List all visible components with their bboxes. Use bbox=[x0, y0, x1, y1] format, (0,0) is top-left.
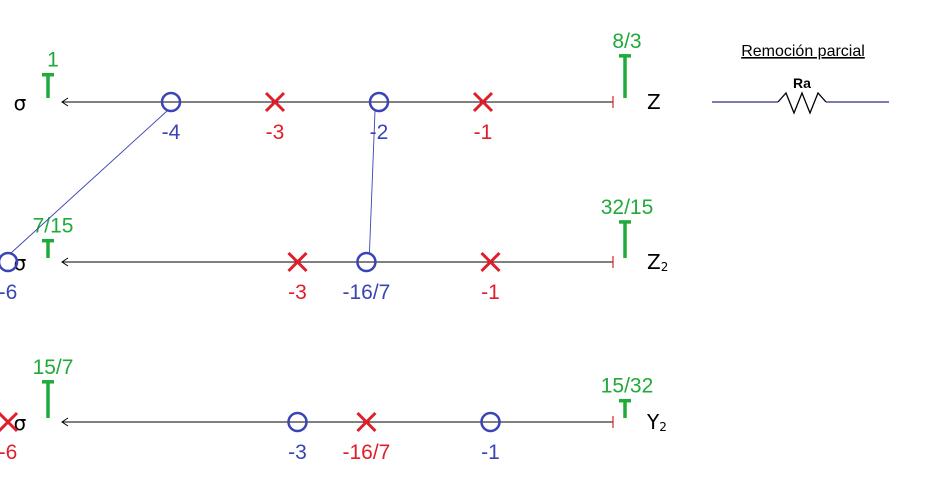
mark-label: -16/7 bbox=[342, 441, 390, 464]
zero-shift-line bbox=[368, 110, 376, 254]
function-label: Z bbox=[647, 90, 661, 114]
function-label-sub: 2 bbox=[661, 260, 669, 274]
mark-label: -1 bbox=[481, 281, 500, 304]
mark-label: -1 bbox=[481, 441, 500, 464]
sigma-label: σ bbox=[14, 251, 27, 275]
mark-label: -16/7 bbox=[342, 281, 390, 304]
zero-marker bbox=[480, 411, 501, 433]
function-label-main: Y bbox=[646, 410, 660, 434]
legend-title: Remoción parcial bbox=[741, 43, 865, 60]
residue-origin-label: 15/32 bbox=[601, 375, 654, 398]
mark-label: -3 bbox=[288, 281, 307, 304]
pole-marker-stroke bbox=[480, 251, 501, 273]
axis-arrow-icon bbox=[61, 97, 69, 107]
zero-marker bbox=[368, 91, 390, 113]
zero-marker bbox=[160, 91, 182, 113]
legend: Remoción parcial Ra bbox=[712, 43, 889, 115]
axis-arrow-icon bbox=[61, 417, 69, 427]
pole-marker-stroke bbox=[356, 411, 377, 433]
pole-marker-stroke bbox=[264, 91, 286, 113]
mark-label: -3 bbox=[288, 441, 307, 464]
mark-label: -2 bbox=[370, 121, 389, 144]
mark-label: -6 bbox=[0, 281, 17, 304]
mark-label: -4 bbox=[162, 121, 181, 144]
residue-origin-label: 32/15 bbox=[601, 196, 654, 219]
mark-label: -6 bbox=[0, 441, 17, 464]
function-label-main: Z bbox=[647, 90, 661, 114]
links-layer bbox=[10, 110, 376, 254]
residue-infinity-label: 15/7 bbox=[33, 356, 74, 379]
function-label-sub: 2 bbox=[659, 420, 667, 434]
pole-marker-stroke bbox=[472, 91, 494, 113]
residue-infinity-label: 1 bbox=[47, 49, 59, 72]
residue-origin-label: 8/3 bbox=[612, 30, 641, 53]
residue-infinity-label: 7/15 bbox=[33, 215, 74, 238]
zero-marker bbox=[287, 411, 308, 433]
mark-label: -3 bbox=[266, 121, 285, 144]
sigma-label: σ bbox=[14, 91, 27, 115]
resistor-label: Ra bbox=[793, 75, 811, 91]
mark-label: -1 bbox=[474, 121, 493, 144]
pole-marker-stroke bbox=[287, 251, 308, 273]
function-label: Y2 bbox=[646, 410, 667, 434]
zero-shift-line bbox=[10, 110, 168, 254]
zero-marker bbox=[0, 251, 19, 273]
function-label-main: Z bbox=[647, 250, 661, 274]
row-2: σ Z2 7/15 32/15 -6 -3 -16/7 -1 bbox=[0, 196, 668, 304]
resistor-icon bbox=[777, 91, 827, 115]
row-1: σ Z 1 8/3 -4 -3 -2 -1 bbox=[14, 30, 661, 144]
pole-marker-stroke bbox=[0, 411, 19, 433]
function-label: Z2 bbox=[647, 250, 668, 274]
zero-marker bbox=[356, 251, 377, 273]
axis-arrow-icon bbox=[61, 257, 69, 267]
